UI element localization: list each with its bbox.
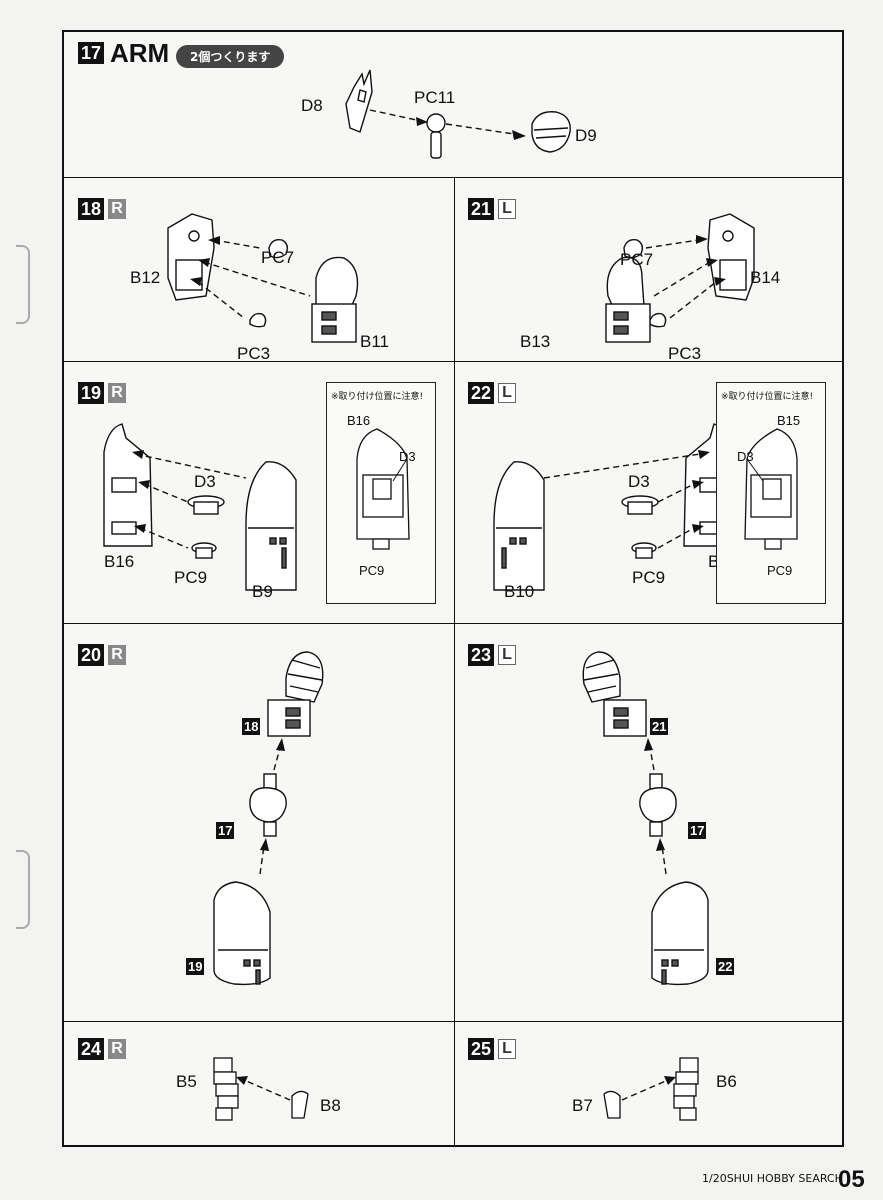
part-label-b13: B13	[520, 332, 551, 351]
step-22-panel: 22 L	[454, 362, 842, 624]
step-number: 25	[468, 1038, 495, 1060]
step-number: 20	[78, 644, 105, 666]
part-label-b10: B10	[504, 582, 535, 601]
step-21-diagram	[605, 213, 755, 343]
step-ref-b: 17	[688, 822, 707, 839]
part-label-pc3: PC3	[668, 344, 702, 362]
caution-note: ※取り付け位置に注意!	[331, 392, 424, 402]
step-24-diagram	[213, 1057, 309, 1121]
side-badge-right: R	[108, 645, 126, 665]
inset-label-pc9: PC9	[767, 563, 793, 578]
side-badge-right: R	[108, 1039, 126, 1059]
part-label-d3: D3	[194, 472, 216, 491]
page-number: 05	[838, 1166, 865, 1193]
step-ref-c: 22	[716, 958, 735, 975]
step-ref-a: 21	[650, 718, 669, 735]
inset-label-d3: D3	[399, 449, 416, 464]
inset-label-b15: B15	[777, 413, 801, 428]
part-label-b9: B9	[252, 582, 273, 601]
step-title: ARM	[110, 38, 170, 68]
step-20-panel: 20 R	[64, 624, 454, 1022]
step-18-panel: 18 R B12 PC7 PC3	[64, 178, 454, 362]
step-25-panel: 25 L B6 B7	[454, 1022, 842, 1145]
step-17-diagram	[345, 69, 571, 159]
caution-inset: ※取り付け位置に注意! B16 D3 PC9	[326, 382, 436, 604]
step-ref-b: 17	[216, 822, 235, 839]
part-label-b14: B14	[750, 268, 781, 287]
part-label-b7: B7	[572, 1096, 593, 1115]
step-ref-c: 19	[186, 958, 205, 975]
part-label-pc3: PC3	[237, 344, 271, 362]
step-25-diagram	[603, 1057, 699, 1121]
caution-inset: ※取り付け位置に注意! B15 D3 PC9	[716, 382, 826, 604]
instruction-sheet: 17 ARM 2個つくります D8 PC11 D9 18 R	[62, 30, 844, 1147]
step-19-diagram	[103, 423, 297, 591]
column-divider	[454, 178, 455, 1145]
step-17-panel: 17 ARM 2個つくります D8 PC11 D9	[64, 32, 842, 178]
step-number: 24	[78, 1038, 105, 1060]
side-badge-left: L	[498, 1039, 516, 1059]
make-two-note: 2個つくります	[176, 45, 285, 68]
step-ref-a: 18	[242, 718, 261, 735]
step-22-diagram	[493, 423, 733, 591]
part-label-b11: B11	[360, 332, 389, 351]
step-24-panel: 24 R B5 B8	[64, 1022, 454, 1145]
inset-diagram	[744, 428, 798, 550]
step-21-panel: 21 L PC7 B14 B13	[454, 178, 842, 362]
binder-clip-mark	[16, 245, 30, 324]
step-number: 19	[78, 382, 105, 404]
step-23-panel: 23 L	[454, 624, 842, 1022]
part-label-b6: B6	[716, 1072, 737, 1091]
side-badge-right: R	[108, 199, 126, 219]
part-label-pc9: PC9	[174, 568, 208, 587]
side-badge-left: L	[498, 199, 516, 219]
step-20-diagram	[213, 651, 324, 986]
step-18-diagram	[167, 213, 359, 343]
step-number: 17	[78, 42, 105, 64]
part-label-b12: B12	[130, 268, 161, 287]
binder-clip-mark	[16, 850, 30, 929]
inset-diagram	[356, 428, 410, 550]
part-label-b5: B5	[176, 1072, 197, 1091]
part-label-d8: D8	[301, 96, 323, 115]
part-label-pc7: PC7	[261, 248, 295, 267]
step-number: 18	[78, 198, 105, 220]
footer-text: 1/20SHUI HOBBY SEARCH	[702, 1172, 843, 1185]
step-number: 21	[468, 198, 495, 220]
part-label-pc7: PC7	[620, 250, 654, 269]
step-number: 23	[468, 644, 495, 666]
step-19-panel: 19 R	[64, 362, 454, 624]
side-badge-left: L	[498, 383, 516, 403]
caution-note: ※取り付け位置に注意!	[721, 392, 814, 402]
step-23-diagram	[582, 651, 709, 986]
inset-label-b16: B16	[347, 413, 371, 428]
part-label-d9: D9	[575, 126, 597, 145]
side-badge-left: L	[498, 645, 516, 665]
side-badge-right: R	[108, 383, 126, 403]
inset-label-d3: D3	[737, 449, 754, 464]
part-label-d3: D3	[628, 472, 650, 491]
part-label-pc9: PC9	[632, 568, 666, 587]
part-label-b16: B16	[104, 552, 135, 571]
part-label-pc11: PC11	[414, 88, 456, 107]
inset-label-pc9: PC9	[359, 563, 385, 578]
part-label-b8: B8	[320, 1096, 341, 1115]
step-number: 22	[468, 382, 495, 404]
